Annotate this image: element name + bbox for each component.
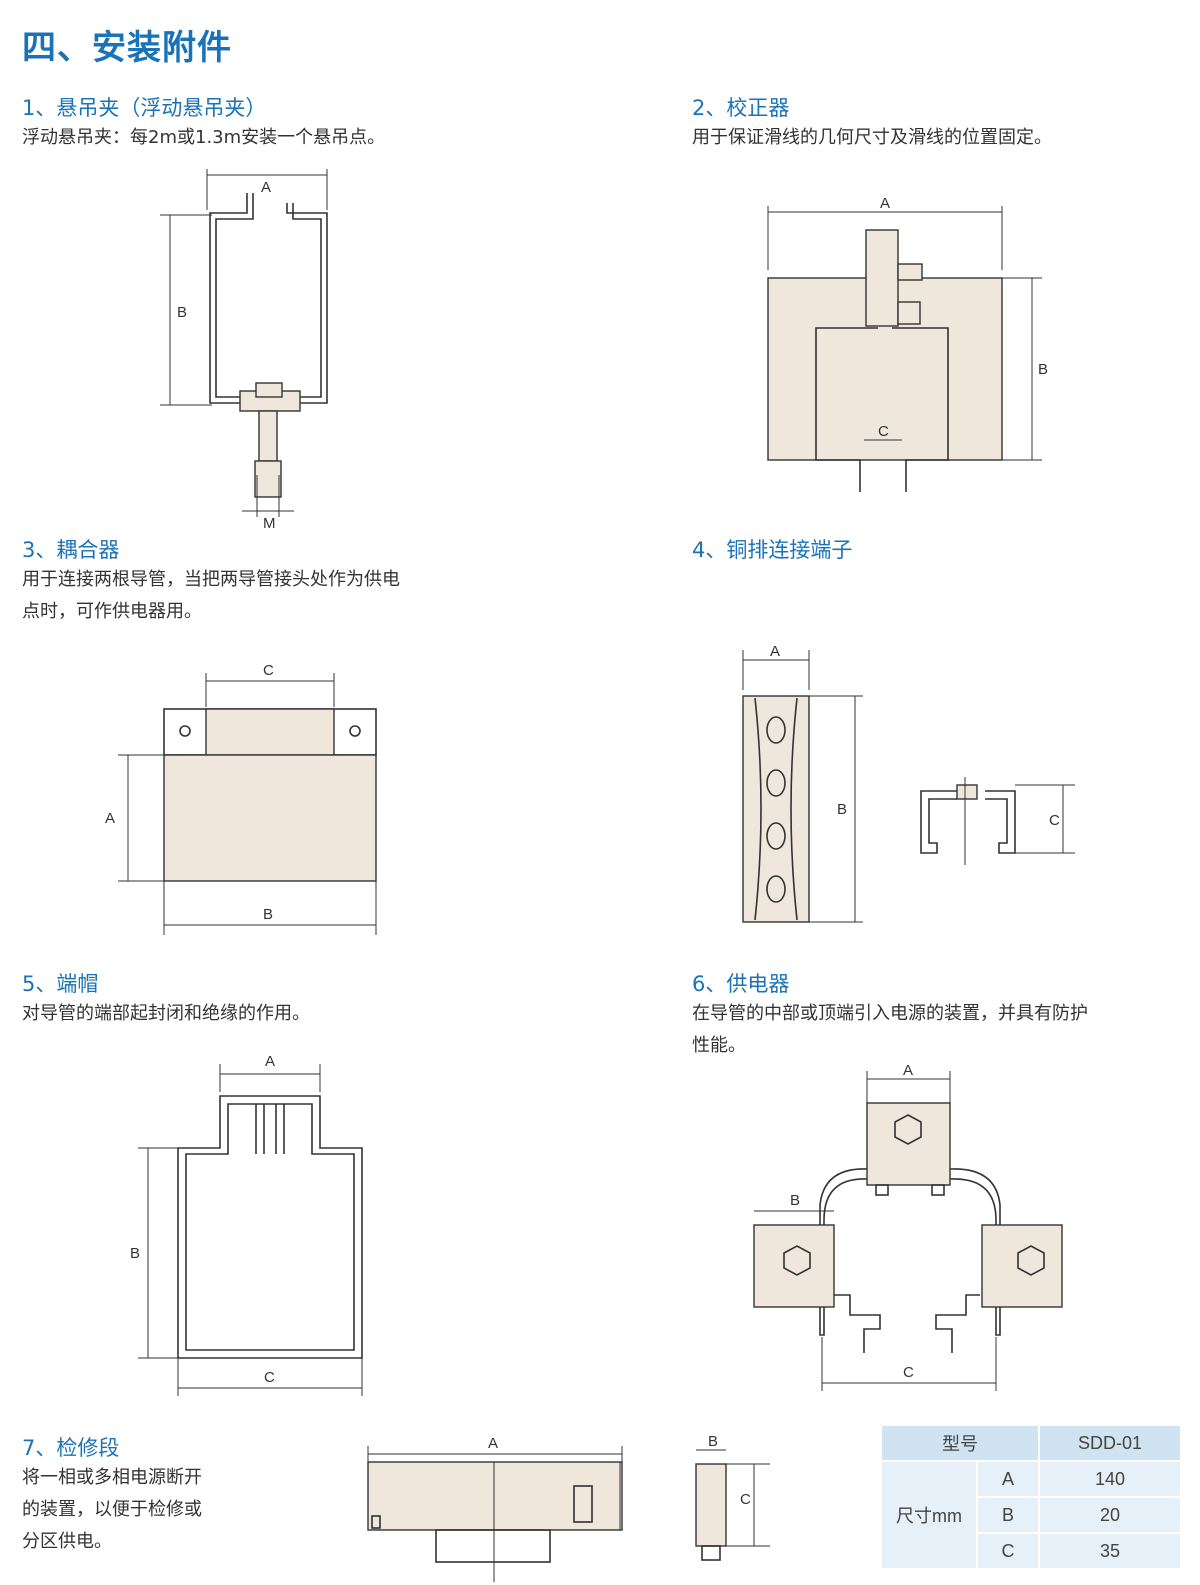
power-feeder-drawing: A B C <box>753 1062 1063 1391</box>
section-1-desc: 浮动悬吊夹：每2m或1.3m安装一个悬吊点。 <box>22 127 386 148</box>
spec-model-value: SDD-01 <box>1038 1424 1182 1462</box>
spec-dim-c: C <box>976 1532 1040 1570</box>
dim-label-a: A <box>880 195 890 212</box>
dim-label-a: A <box>770 643 780 660</box>
section-4-heading: 4、铜排连接端子 <box>692 538 853 562</box>
dim-label-a: A <box>265 1053 275 1070</box>
dim-label-c: C <box>740 1491 751 1508</box>
spec-model-header: 型号 <box>880 1424 1040 1462</box>
dim-label-a: A <box>903 1062 913 1079</box>
dim-label-c: C <box>903 1364 914 1381</box>
dim-label-a: A <box>488 1435 498 1452</box>
dim-label-b: B <box>1038 361 1048 378</box>
section-2-heading: 2、校正器 <box>692 96 790 120</box>
section-5-desc: 对导管的端部起封闭和绝缘的作用。 <box>22 1003 310 1024</box>
dim-label-b: B <box>130 1245 140 1262</box>
dim-label-a: A <box>105 810 115 827</box>
dim-label-c: C <box>264 1369 275 1386</box>
dim-label-m: M <box>263 515 276 532</box>
section-2-desc: 用于保证滑线的几何尺寸及滑线的位置固定。 <box>692 127 1052 148</box>
spec-dim-header: 尺寸mm <box>880 1460 978 1570</box>
coupler-drawing: C A B <box>105 662 377 935</box>
section-3-desc: 用于连接两根导管，当把两导管接头处作为供电 点时，可作供电器用。 <box>22 569 400 622</box>
section-7-desc: 将一相或多相电源断开 的装置，以便于检修或 分区供电。 <box>22 1467 202 1552</box>
maintenance-section-drawing: A <box>367 1435 623 1582</box>
dim-label-b: B <box>790 1192 800 1209</box>
section-1-heading: 1、悬吊夹（浮动悬吊夹） <box>22 96 267 120</box>
hanger-clamp-drawing: A B M <box>160 169 328 532</box>
spec-value-c: 35 <box>1038 1532 1182 1570</box>
section-3-heading: 3、耦合器 <box>22 538 120 562</box>
dim-label-c: C <box>263 662 274 679</box>
spec-value-b: 20 <box>1038 1496 1182 1534</box>
busbar-terminal-side-drawing: C <box>920 777 1075 865</box>
maintenance-section-side-drawing: B C <box>695 1433 770 1561</box>
dim-label-b: B <box>708 1433 718 1450</box>
spec-dim-b: B <box>976 1496 1040 1534</box>
section-6-heading: 6、供电器 <box>692 972 790 996</box>
corrector-drawing: A B C <box>767 195 1048 492</box>
end-cap-drawing: A B C <box>130 1053 363 1396</box>
section-6-desc: 在导管的中部或顶端引入电源的装置，并具有防护 性能。 <box>692 1003 1088 1056</box>
spec-value-a: 140 <box>1038 1460 1182 1498</box>
dim-label-b: B <box>837 801 847 818</box>
spec-dim-a: A <box>976 1460 1040 1498</box>
section-5-heading: 5、端帽 <box>22 972 99 996</box>
dim-label-a: A <box>261 179 271 196</box>
page-title: 四、安装附件 <box>22 28 232 68</box>
spec-table: 型号 SDD-01 尺寸mm A 140 B 20 C 35 <box>880 1424 1182 1570</box>
dim-label-b: B <box>177 304 187 321</box>
section-7-heading: 7、检修段 <box>22 1436 120 1460</box>
busbar-terminal-front-drawing: A B <box>742 643 863 923</box>
dim-label-b: B <box>263 906 273 923</box>
dim-label-c: C <box>1049 812 1060 829</box>
dim-label-c: C <box>878 423 889 440</box>
